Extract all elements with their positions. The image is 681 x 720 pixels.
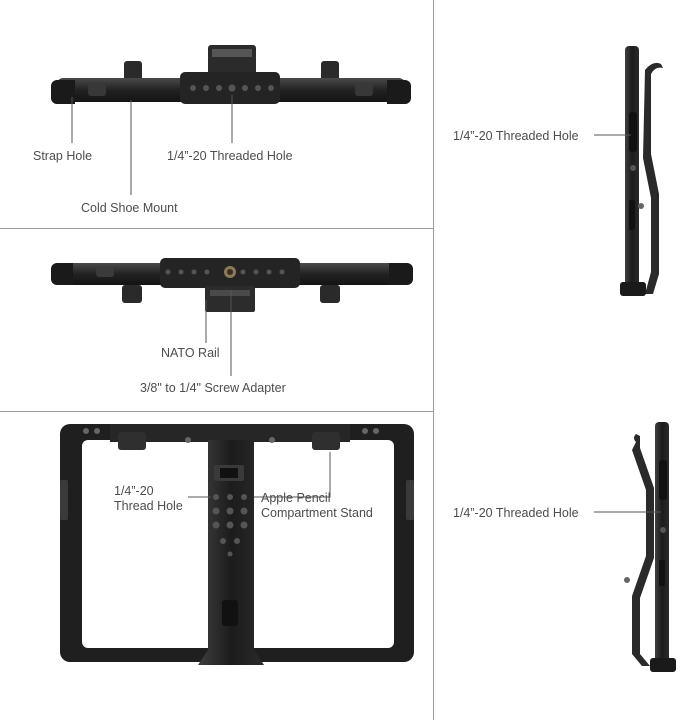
- horizontal-divider-1: [0, 228, 433, 229]
- top-threaded-hole-label: 1/4”-20 Threaded Hole: [167, 149, 293, 163]
- cold-shoe-mount-label: Cold Shoe Mount: [81, 201, 178, 215]
- bottom-view-leaders: [205, 290, 232, 376]
- front-thread-hole-label: 1/4”-20 Thread Hole: [114, 484, 183, 513]
- front-view-cage: [60, 424, 414, 665]
- horizontal-divider-2: [0, 411, 433, 412]
- screw-adapter-label: 3/8" to 1/4" Screw Adapter: [140, 381, 286, 395]
- top-view-bracket: [51, 45, 411, 104]
- bottom-view-bracket: [51, 258, 413, 312]
- top-view-leaders: [71, 95, 233, 195]
- front-view-leaders: [188, 452, 331, 498]
- side-bottom-threaded-hole-label: 1/4”-20 Threaded Hole: [453, 506, 579, 520]
- side-view-bottom: [624, 422, 676, 672]
- side-view-top: [620, 46, 663, 296]
- vertical-divider: [433, 0, 434, 720]
- side-top-threaded-hole-label: 1/4”-20 Threaded Hole: [453, 129, 579, 143]
- pencil-stand-label: Apple Pencil Compartment Stand: [261, 491, 373, 520]
- strap-hole-label: Strap Hole: [33, 149, 93, 163]
- nato-rail-label: NATO Rail: [161, 346, 220, 360]
